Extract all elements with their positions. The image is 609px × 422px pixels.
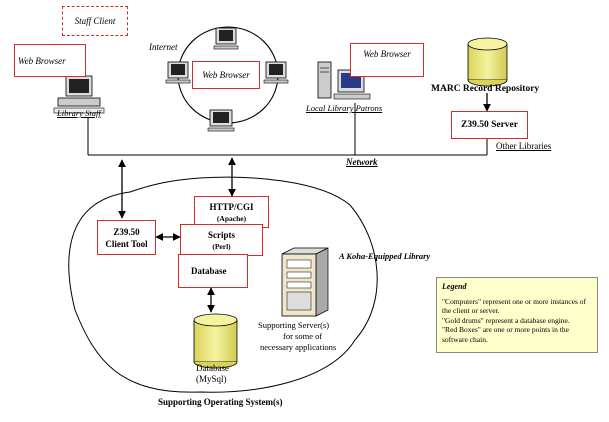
apache-label: (Apache): [216, 213, 247, 223]
network-label: Network: [346, 157, 378, 167]
legend-item-drums: "Gold drums" represent a database engine…: [442, 315, 570, 325]
scripts-label: Scripts: [208, 229, 235, 240]
z3950-server-label: Z39.50 Server: [461, 120, 518, 130]
http-cgi-label: HTTP/CGI: [209, 201, 254, 212]
database-drum-icon: [467, 37, 508, 87]
web-browser-center-label: Web Browser: [202, 70, 250, 80]
database-drum-icon: [193, 313, 238, 369]
legend-item-computers: "Computers" represent one or more instan…: [442, 297, 586, 316]
database-drum-label: Database: [196, 363, 229, 373]
desktop-computer-icon: [165, 61, 191, 84]
internet-label: Internet: [149, 42, 178, 52]
legend-box: Legend "Computers" represent one or more…: [436, 277, 598, 353]
web-browser-left-label: Web Browser: [18, 55, 66, 66]
z3950-client-box: Z39.50 Client Tool: [97, 220, 156, 255]
perl-label: (Perl): [212, 241, 231, 251]
staff-client-label: Staff Client: [74, 16, 116, 26]
desktop-computer-icon: [213, 27, 239, 50]
z3950-server-box: Z39.50 Server: [451, 111, 528, 139]
marc-repository-label: MARC Record Repository: [431, 84, 540, 94]
z3950-client-label-2: Client Tool: [105, 238, 148, 249]
web-browser-right-label: Web Browser: [363, 49, 411, 59]
database-box: Database: [178, 254, 248, 288]
supporting-os-label: Supporting Operating System(s): [158, 397, 283, 407]
other-libraries-label: Other Libraries: [496, 141, 552, 151]
database-box-label: Database: [191, 266, 227, 276]
web-browser-left-box: Web Browser: [14, 44, 86, 77]
desktop-computer-icon: [207, 109, 235, 132]
local-patrons-label: Local Library Patrons: [306, 103, 383, 113]
mysql-label: (MySql): [196, 374, 227, 384]
supporting-server-label-3: necessary applications: [260, 342, 337, 352]
z3950-client-label-1: Z39.50: [113, 226, 140, 237]
legend-title: Legend: [442, 282, 467, 291]
staff-client-box: Staff Client: [62, 6, 128, 36]
library-staff-label: Library Staff: [57, 108, 101, 118]
supporting-server-label-2: for some of: [283, 331, 323, 341]
koha-library-label: A Koha-Equipped Library: [339, 251, 431, 261]
legend-item-redboxes: "Red Boxes" are one or more points in th…: [442, 325, 569, 344]
server-icon: [281, 247, 329, 317]
http-cgi-box: HTTP/CGI (Apache): [194, 196, 269, 228]
scripts-box: Scripts (Perl): [180, 224, 263, 256]
desktop-computer-icon: [263, 61, 289, 84]
web-browser-center-box: Web Browser: [192, 61, 260, 89]
supporting-server-label-1: Supporting Server(s): [258, 320, 330, 330]
web-browser-right-box: Web Browser: [350, 43, 424, 77]
